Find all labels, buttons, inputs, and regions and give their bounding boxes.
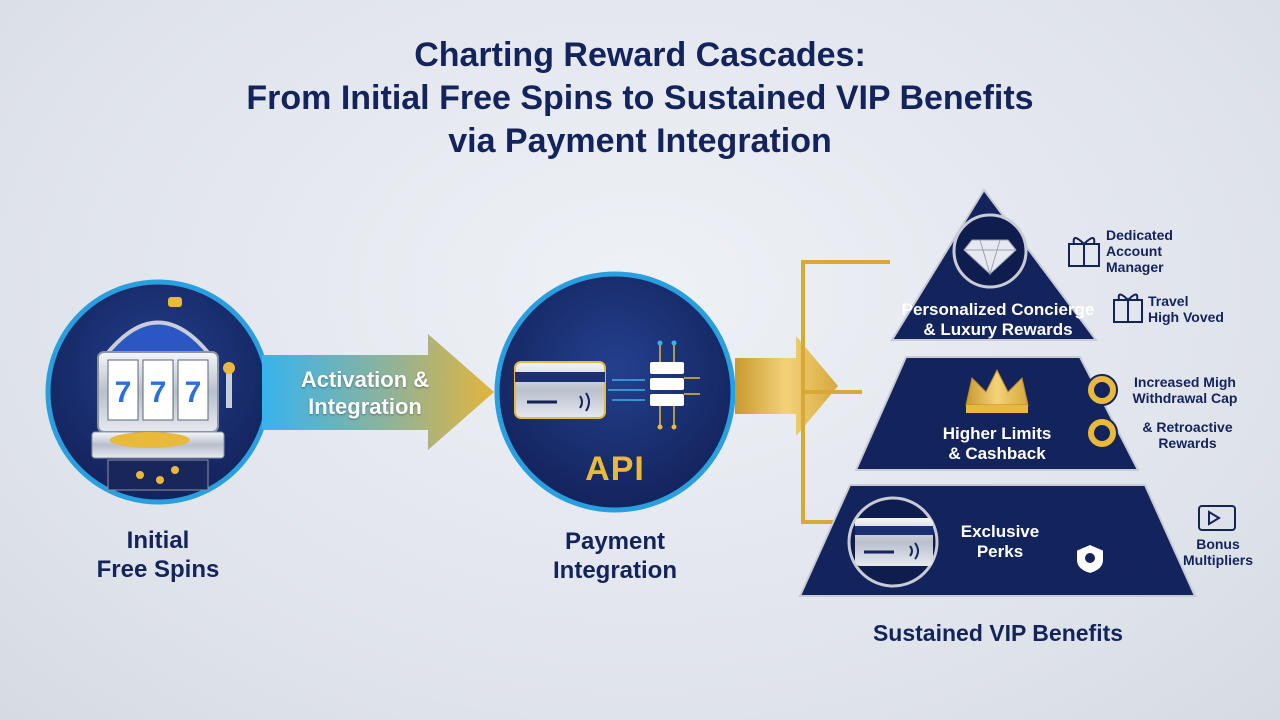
tier-middle-label-line-1: Higher Limits <box>942 424 1052 443</box>
free-spins-node: 7 7 7 <box>45 279 271 505</box>
arrow-label-line-1: Activation & <box>300 367 430 392</box>
side-text: Withdrawal Cap <box>1132 390 1238 406</box>
payment-node <box>494 271 736 513</box>
side-label-retroactive: & Retroactive Rewards <box>1130 419 1245 451</box>
vip-label: Sustained VIP Benefits <box>872 620 1124 646</box>
title-line-2: From Initial Free Spins to Sustained VIP… <box>246 79 1034 117</box>
slot-machine-icon: 7 7 7 <box>91 297 235 491</box>
free-spins-label-line-2: Free Spins <box>96 556 220 583</box>
side-text: Travel <box>1148 293 1189 309</box>
side-label-travel: Travel High Voved <box>1148 293 1248 325</box>
side-label-account-manager: Dedicated Account Manager <box>1106 227 1186 275</box>
side-text: Support <box>1112 558 1166 574</box>
play-icon-2 <box>1198 505 1236 531</box>
tier-bottom-label: Exclusive Perks <box>940 522 1060 562</box>
payment-label-line-2: Integration <box>553 557 677 584</box>
tier-top-label-line-2: & Luxury Rewards <box>923 320 1073 339</box>
title-line-3: via Payment Integration <box>448 122 832 160</box>
tier-middle-label: Higher Limits & Cashback <box>912 424 1082 464</box>
crown-icon <box>965 368 1029 413</box>
gift-icon <box>1068 237 1100 267</box>
side-text: Rewards <box>1158 435 1217 451</box>
side-label-priority-support: Priority Support <box>1107 542 1171 574</box>
tier-top-label-line-1: Personalized Concierge <box>901 300 1095 319</box>
shield-icon <box>1075 542 1105 576</box>
title-line-1: Charting Reward Cascades: <box>414 36 866 74</box>
side-text: & Retroactive <box>1142 419 1233 435</box>
side-text: Account <box>1106 243 1162 259</box>
coin-icon-2 <box>1086 417 1118 449</box>
activation-arrow <box>262 334 494 450</box>
tier-middle-label-line-2: & Cashback <box>948 444 1046 463</box>
vip-arrow <box>735 336 838 436</box>
arrow-label-line-2: Integration <box>308 394 422 419</box>
free-spins-label: Initial Free Spins <box>58 526 258 584</box>
tier-bottom-label-line-2: Perks <box>976 542 1024 561</box>
diamond-icon <box>952 213 1028 289</box>
support-icon <box>1116 505 1144 533</box>
activation-arrow-label: Activation & Integration <box>272 366 458 420</box>
api-badge: API <box>585 450 645 488</box>
coin-icon <box>1086 374 1118 406</box>
svg-text:7: 7 <box>115 376 132 409</box>
tier-bottom-label-line-1: Exclusive <box>960 522 1040 541</box>
side-text: Priority <box>1114 542 1164 558</box>
side-text: Multipliers <box>1182 552 1253 568</box>
free-spins-label-line-1: Initial <box>126 527 190 554</box>
bracket-connector <box>801 260 890 524</box>
page-title: Charting Reward Cascades: From Initial F… <box>0 34 1280 163</box>
tier-top-label: Personalized Concierge & Luxury Rewards <box>890 300 1106 340</box>
svg-text:7: 7 <box>185 376 202 409</box>
server-icon <box>608 340 700 430</box>
play-icon <box>1075 508 1109 530</box>
payment-label-line-1: Payment <box>564 528 666 555</box>
side-text: Bonus <box>1196 536 1240 552</box>
side-text: Dedicated <box>1106 227 1173 243</box>
gift-icon-2 <box>1113 293 1143 323</box>
side-text: Increased Migh <box>1134 374 1236 390</box>
side-text: High Voved <box>1148 309 1224 325</box>
tier-middle <box>854 356 1140 471</box>
credit-card-icon <box>514 361 606 419</box>
payment-label: Payment Integration <box>505 527 725 585</box>
card-icon <box>847 496 939 588</box>
side-label-bonus-multipliers: Bonus Multipliers <box>1178 536 1258 568</box>
svg-text:7: 7 <box>150 376 167 409</box>
side-text: Manager <box>1106 259 1164 275</box>
side-label-withdrawal: Increased Migh Withdrawal Cap <box>1125 374 1245 406</box>
